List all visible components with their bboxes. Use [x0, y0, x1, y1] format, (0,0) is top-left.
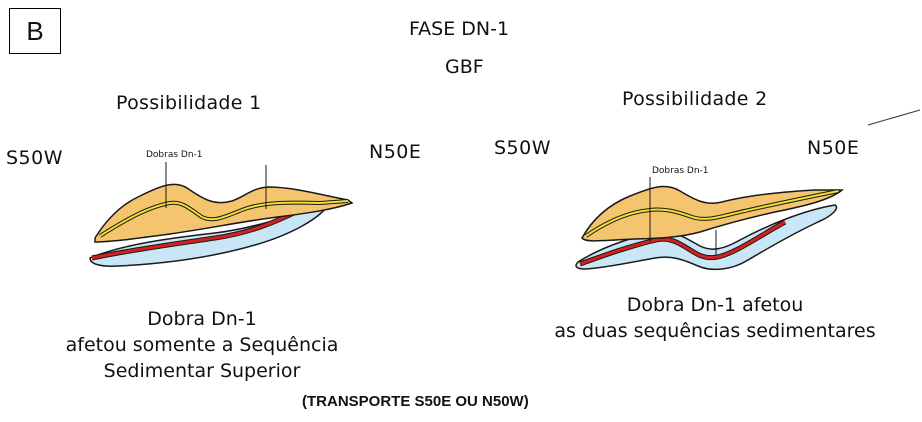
transport-footer: (TRANSPORTE S50E OU N50W): [302, 393, 529, 410]
right-possibility-title: Possibilidade 2: [622, 88, 768, 110]
left-fold-label: Dobras Dn-1: [146, 150, 203, 160]
subtitle: GBF: [445, 56, 484, 78]
left-fold-drawing: [89, 162, 354, 267]
right-lower-sequence: [575, 204, 838, 271]
phase-title: FASE DN-1: [409, 18, 510, 40]
right-fold-drawing: [575, 177, 845, 271]
right-upper-sequence: [581, 185, 845, 242]
right-caption: Dobra Dn-1 afetou as duas sequências sed…: [510, 292, 920, 344]
left-possibility-title: Possibilidade 1: [116, 92, 262, 114]
left-caption-line-1: Dobra Dn-1: [147, 308, 257, 330]
corner-leader-line: [867, 109, 921, 126]
left-direction-sw: S50W: [6, 147, 64, 169]
left-caption-line-2: afetou somente a Sequência: [65, 334, 339, 356]
right-direction-ne: N50E: [807, 137, 860, 159]
left-direction-ne: N50E: [369, 141, 422, 163]
right-caption-line-2: as duas sequências sedimentares: [554, 320, 876, 342]
left-caption: Dobra Dn-1 afetou somente a Sequência Se…: [20, 306, 384, 384]
right-direction-sw: S50W: [494, 137, 552, 159]
right-fold-label: Dobras Dn-1: [652, 166, 709, 176]
right-caption-line-1: Dobra Dn-1 afetou: [626, 294, 804, 316]
left-caption-line-3: Sedimentar Superior: [103, 360, 301, 382]
panel-label: B: [9, 8, 61, 54]
